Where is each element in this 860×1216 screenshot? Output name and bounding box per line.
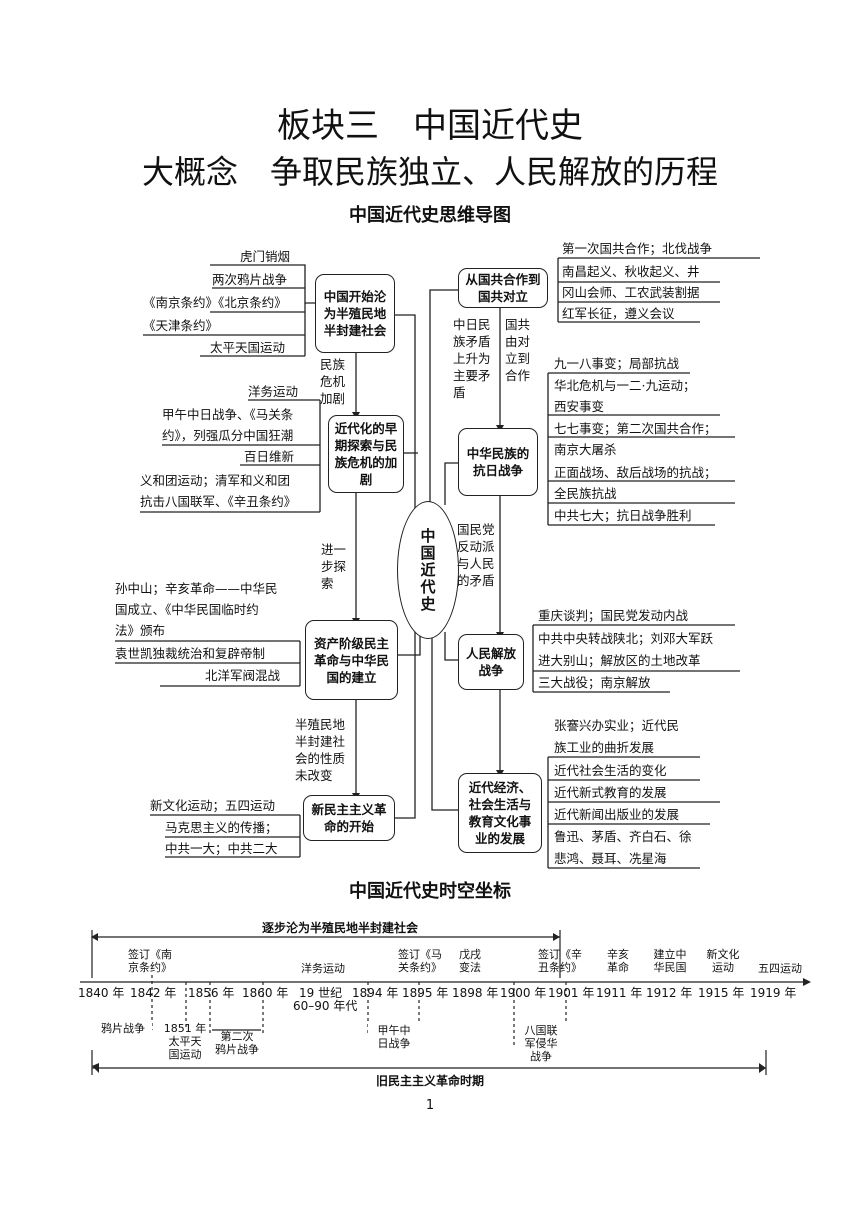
timeline-event: 五四运动 bbox=[758, 962, 802, 975]
list-item: 西安事变 bbox=[554, 399, 605, 414]
tick-label: 1894 年 bbox=[352, 986, 399, 1000]
list-item: 中共中央转战陕北；刘邓大军跃 bbox=[538, 631, 714, 646]
connector-label: 半殖民地半封建社会的性质未改变 bbox=[295, 717, 346, 783]
right-node-4: 近代经济、社会生活与教育文化事业的发展 bbox=[458, 773, 542, 853]
tick-label: 1915 年 bbox=[698, 986, 745, 1000]
tick-label: 60–90 年代 bbox=[293, 999, 358, 1013]
list-item: 第一次国共合作；北伐战争 bbox=[562, 241, 713, 256]
list-item: 中共一大；中共二大 bbox=[165, 841, 278, 856]
tick-label: 1856 年 bbox=[188, 986, 235, 1000]
tick-label: 1898 年 bbox=[452, 986, 499, 1000]
list-item: 太平天国运动 bbox=[210, 340, 286, 355]
center-node: 中国近代史 bbox=[397, 501, 459, 639]
list-item: 正面战场、敌后战场的抗战； bbox=[554, 465, 717, 480]
left-node-3: 资产阶级民主革命与中华民国的建立 bbox=[305, 620, 398, 700]
list-item: 族工业的曲折发展 bbox=[554, 740, 655, 755]
connector-label: 国民党反动派与人民的矛盾 bbox=[457, 522, 495, 588]
left-node-2: 近代化的早期探索与民族危机的加剧 bbox=[328, 415, 404, 493]
list-item: 中共七大；抗日战争胜利 bbox=[554, 508, 692, 523]
timeline-heading: 中国近代史时空坐标 bbox=[349, 881, 511, 902]
list-item: 七七事变；第二次国共合作； bbox=[554, 421, 717, 436]
list-item: 南京大屠杀 bbox=[554, 442, 617, 457]
list-item: 近代社会生活的变化 bbox=[554, 763, 667, 778]
connector-label: 国共由对立到合作 bbox=[505, 317, 531, 383]
list-item: 抗击八国联军、《辛丑条约》 bbox=[140, 494, 297, 509]
connector-label: 中日民族矛盾上升为主要矛盾 bbox=[453, 317, 491, 400]
list-item: 张謇兴办实业；近代民 bbox=[554, 718, 680, 733]
list-item: 三大战役；南京解放 bbox=[538, 675, 651, 690]
list-item: 法》颁布 bbox=[115, 623, 166, 638]
list-item: 百日维新 bbox=[244, 449, 295, 464]
page-title: 板块三 中国近代史 bbox=[277, 106, 583, 146]
timeline-bottom-span: 旧民主主义革命时期 bbox=[375, 1074, 484, 1088]
tick-label: 1840 年 bbox=[78, 986, 125, 1000]
timeline-event: 甲午中 日战争 bbox=[368, 1024, 420, 1050]
list-item: 甲午中日战争、《马关条 bbox=[162, 407, 294, 422]
timeline-event: 建立中 华民国 bbox=[653, 948, 687, 974]
list-item: 袁世凯独裁统治和复辟帝制 bbox=[115, 646, 266, 661]
timeline-event: 1851 年 太平天 国运动 bbox=[163, 1022, 207, 1061]
list-item: 约》，列强瓜分中国狂潮 bbox=[162, 428, 294, 443]
list-item: 重庆谈判；国民党发动内战 bbox=[538, 608, 689, 623]
list-item: 义和团运动；清军和义和团 bbox=[140, 473, 291, 488]
tick-label: 1911 年 bbox=[596, 986, 643, 1000]
tick-label: 1912 年 bbox=[646, 986, 693, 1000]
list-item: 南昌起义、秋收起义、井 bbox=[562, 264, 700, 279]
list-item: 近代新闻出版业的发展 bbox=[554, 807, 680, 822]
right-node-3: 人民解放战争 bbox=[458, 634, 524, 690]
timeline-event: 签订《辛 丑条约》 bbox=[538, 948, 582, 974]
list-item: 洋务运动 bbox=[248, 384, 299, 399]
timeline-event: 签订《南 京条约》 bbox=[128, 948, 172, 974]
list-item: 九一八事变；局部抗战 bbox=[554, 356, 680, 371]
timeline-event: 第二次 鸦片战争 bbox=[215, 1030, 259, 1056]
list-item: 红军长征，遵义会议 bbox=[562, 306, 675, 321]
tick-label: 1860 年 bbox=[242, 986, 289, 1000]
center-label: 中国近代史 bbox=[418, 527, 437, 613]
left-node-4: 新民主主义革命的开始 bbox=[303, 795, 395, 841]
list-item: 国成立、《中华民国临时约 bbox=[115, 602, 259, 617]
list-item: 进大别山；解放区的土地改革 bbox=[538, 653, 701, 668]
tick-label: 1901 年 bbox=[548, 986, 595, 1000]
left-node-1: 中国开始沦为半殖民地半封建社会 bbox=[315, 274, 395, 353]
connector-label: 民族危机加剧 bbox=[320, 357, 346, 406]
mindmap-heading: 中国近代史思维导图 bbox=[349, 205, 511, 226]
tick-label: 19 世纪 bbox=[299, 986, 343, 1000]
list-item: 新文化运动；五四运动 bbox=[150, 798, 276, 813]
list-item: 全民族抗战 bbox=[554, 486, 617, 501]
list-item: 《天津条约》 bbox=[143, 318, 219, 333]
timeline-event: 辛亥 革命 bbox=[607, 948, 629, 974]
list-item: 华北危机与一二·九运动； bbox=[554, 378, 696, 393]
list-item: 《南京条约》《北京条约》 bbox=[143, 295, 287, 310]
list-item: 北洋军阀混战 bbox=[205, 668, 281, 683]
list-item: 悲鸿、聂耳、冼星海 bbox=[554, 851, 667, 866]
list-item: 鲁迅、茅盾、齐白石、徐 bbox=[554, 829, 692, 844]
list-item: 马克思主义的传播； bbox=[165, 820, 278, 835]
list-item: 两次鸦片战争 bbox=[212, 272, 288, 287]
timeline-event: 鸦片战争 bbox=[94, 1022, 152, 1035]
tick-label: 1842 年 bbox=[130, 986, 177, 1000]
list-item: 孙中山；辛亥革命——中华民 bbox=[115, 581, 278, 596]
page-subtitle: 大概念 争取民族独立、人民解放的历程 bbox=[141, 153, 718, 191]
right-node-1: 从国共合作到国共对立 bbox=[458, 268, 548, 308]
right-node-2: 中华民族的抗日战争 bbox=[458, 428, 538, 496]
timeline-event: 洋务运动 bbox=[301, 962, 345, 975]
list-item: 冈山会师、工农武装割据 bbox=[562, 285, 700, 300]
timeline-event: 戊戌 变法 bbox=[459, 948, 481, 974]
tick-label: 1900 年 bbox=[500, 986, 547, 1000]
list-item: 虎门销烟 bbox=[240, 249, 291, 264]
timeline-event: 签订《马 关条约》 bbox=[398, 948, 442, 974]
page-number: 1 bbox=[425, 1098, 435, 1113]
connector-label: 进一步探索 bbox=[321, 542, 347, 591]
tick-label: 1919 年 bbox=[750, 986, 797, 1000]
list-item: 近代新式教育的发展 bbox=[554, 785, 667, 800]
timeline-event: 新文化 运动 bbox=[706, 948, 740, 974]
timeline-top-span: 逐步沦为半殖民地半封建社会 bbox=[240, 922, 440, 935]
timeline-event: 八国联 军侵华 战争 bbox=[515, 1024, 567, 1063]
tick-label: 1895 年 bbox=[402, 986, 449, 1000]
